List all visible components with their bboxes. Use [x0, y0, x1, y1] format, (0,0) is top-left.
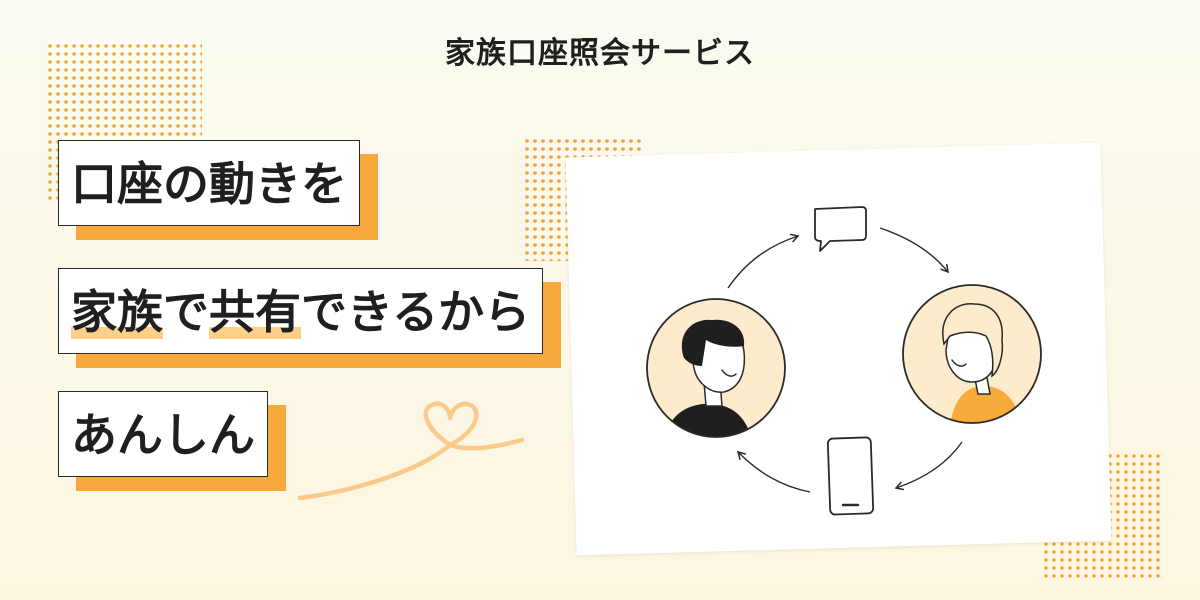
man-avatar-icon: [646, 298, 786, 438]
cycle-arrow-icon: [727, 227, 963, 493]
headline-line-2-tail: できるから: [301, 285, 531, 339]
chat-bubble-icon: [814, 206, 867, 252]
headline-particle: で: [163, 285, 209, 339]
headline-line-3: あんしん: [58, 391, 268, 477]
headline-line-1: 口座の動きを: [58, 140, 360, 226]
service-title: 家族口座照会サービス: [445, 36, 755, 71]
headline-line-1-text: 口座の動きを: [71, 157, 347, 211]
headline-highlight-share: 共有: [209, 285, 301, 339]
headline-line-3-text: あんしん: [71, 408, 255, 462]
woman-avatar-icon: [902, 284, 1042, 424]
headline-highlight-family: 家族: [71, 285, 163, 339]
headline-line-2: 家族で共有できるから: [58, 268, 544, 354]
smartphone-icon: [826, 436, 875, 516]
